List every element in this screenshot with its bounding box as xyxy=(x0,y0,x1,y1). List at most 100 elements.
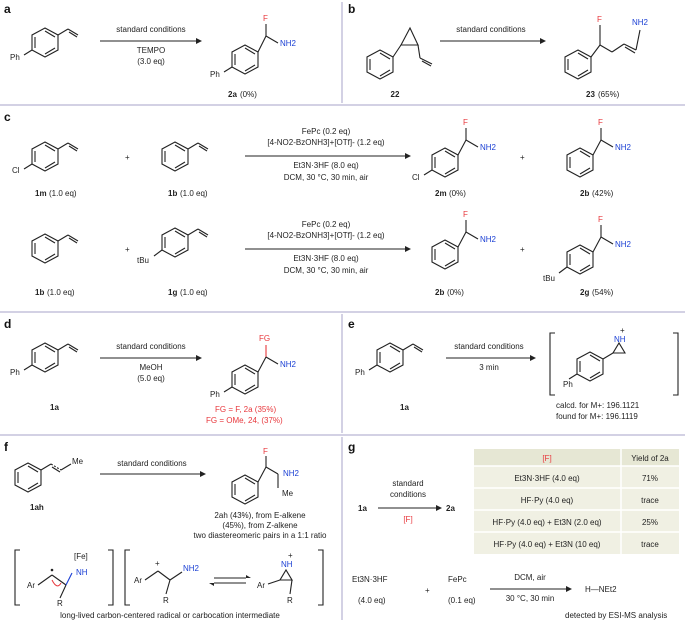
panel-d-arrowhead xyxy=(196,355,202,361)
panel-a-product-f: F xyxy=(263,14,268,23)
panel-g-bottom-arrowhead xyxy=(566,586,572,592)
panel-f-int1-ar: Ar xyxy=(27,581,35,590)
panel-d-product-line2: FG = OMe, 24, (37%) xyxy=(206,416,283,425)
panel-c-row2-sub2-eq: (1.0 eq) xyxy=(180,288,208,297)
panel-f-product-line1: 2ah (43%), from E-alkene xyxy=(214,511,306,520)
panel-f-int3-r: R xyxy=(287,596,293,605)
panel-f-product-me: Me xyxy=(282,489,294,498)
panel-c-row2-sub1 xyxy=(31,233,79,264)
panel-c-row2-prod2-id: 2g xyxy=(580,288,589,297)
panel-a-product-nh2: NH2 xyxy=(280,39,297,48)
panel-a-substrate-ph: Ph xyxy=(10,53,20,62)
panel-d-label: d xyxy=(4,317,11,331)
panel-c-row2-prod2-f: F xyxy=(598,215,603,224)
panel-c-row2-sub2-id: 1g xyxy=(168,288,177,297)
panel-c-row1-sub2-eq: (1.0 eq) xyxy=(180,189,208,198)
panel-g-bottom-note: detected by ESI-MS analysis xyxy=(565,611,667,620)
panel-c-row1-reagent3: Et3N·3HF (8.0 eq) xyxy=(293,161,359,170)
panel-f-product-line2: (45%), from Z-alkene xyxy=(222,521,298,530)
panel-d-additive-eq: (5.0 eq) xyxy=(137,374,165,383)
panel-g-table xyxy=(474,449,679,554)
panel-e-product xyxy=(549,332,679,396)
panel-g-table-row3-yield: 25% xyxy=(642,518,658,527)
panel-g-table-header-yield: Yield of 2a xyxy=(631,454,669,463)
panel-g-table-header-bg xyxy=(474,449,679,466)
panel-g-bottom-reagent2-eq: (0.1 eq) xyxy=(448,596,476,605)
panel-e-found: found for M+: 196.1119 xyxy=(556,412,638,421)
panel-f-substrate-me: Me xyxy=(72,457,84,466)
panel-g-table-row3-reagent: HF·Py (4.0 eq) + Et3N (2.0 eq) xyxy=(492,518,601,527)
panel-b-product xyxy=(564,25,641,80)
panel-d-condition: standard conditions xyxy=(116,342,185,351)
panel-g-condition-line2: conditions xyxy=(390,490,426,499)
panel-c-row2-prod1-f: F xyxy=(463,210,468,219)
panel-c-row2-reagent4: DCM, 30 °C, 30 min, air xyxy=(284,266,369,275)
panel-c-row1-sub2-id: 1b xyxy=(168,189,177,198)
panel-g-table-row4-yield: trace xyxy=(641,540,659,549)
panel-a-product-yield: (0%) xyxy=(240,90,257,99)
panel-b-condition: standard conditions xyxy=(456,25,525,34)
panel-g-bottom-cond1: DCM, air xyxy=(514,573,546,582)
panel-d-product-fg: FG xyxy=(259,334,270,343)
panel-c-row2-prod2-tbu: tBu xyxy=(543,274,555,283)
panel-f-int3-nh: NH xyxy=(281,560,293,569)
panel-c-row2-prod2-nh2: NH2 xyxy=(615,240,632,249)
panel-g-bottom-reagent2: FePc xyxy=(448,575,467,584)
panel-a-substrate xyxy=(23,27,79,58)
panel-b-arrowhead xyxy=(540,38,546,44)
panel-g-bottom-reagent1-eq: (4.0 eq) xyxy=(358,596,386,605)
panel-g-table-row4-reagent: HF·Py (4.0 eq) + Et3N (10 eq) xyxy=(494,540,601,549)
panel-c-row1-prod1-cl: Cl xyxy=(412,173,420,182)
panel-c-row2-tbu: tBu xyxy=(137,256,149,265)
panel-f-substrate xyxy=(14,462,72,493)
panel-a-product xyxy=(223,24,279,75)
panel-c-row2-prod1-nh2: NH2 xyxy=(480,235,497,244)
panel-a-product-ph: Ph xyxy=(210,70,220,79)
panel-c-row1-sub1-eq: (1.0 eq) xyxy=(49,189,77,198)
panel-f-product-f: F xyxy=(263,447,268,456)
panel-c-row1-prod1 xyxy=(423,128,479,178)
panel-c-row2-sub1-id: 1b xyxy=(35,288,44,297)
panel-c-row1-prod1-nh2: NH2 xyxy=(480,143,497,152)
panel-c-row1-reagent1: FePc (0.2 eq) xyxy=(302,127,351,136)
panel-f-arrowhead xyxy=(200,471,206,477)
panel-d-product-ph: Ph xyxy=(210,390,220,399)
panel-f-intermediate-1 xyxy=(14,549,114,606)
panel-d-additive: MeOH xyxy=(139,363,162,372)
panel-g-bottom-product: H—NEt2 xyxy=(585,585,617,594)
panel-f-int3-ar: Ar xyxy=(257,581,265,590)
panel-a-label: a xyxy=(4,2,11,16)
panel-b-product-yield: (65%) xyxy=(598,90,620,99)
panel-f-int2-plus: + xyxy=(155,559,160,568)
panel-g-bottom-cond2: 30 °C, 30 min xyxy=(506,594,555,603)
panel-c-row1-prod2-f: F xyxy=(598,118,603,127)
panel-e-product-ph: Ph xyxy=(563,380,573,389)
panel-c-row2-prod2-yield: (54%) xyxy=(592,288,614,297)
panel-f-int3-plus: + xyxy=(288,551,293,560)
panel-c-row2-prod1-yield: (0%) xyxy=(447,288,464,297)
panel-e-condition: standard conditions xyxy=(454,342,523,351)
panel-a-additive: TEMPO xyxy=(137,46,165,55)
panel-c-row1-sub2 xyxy=(161,141,209,172)
panel-g-condition-line1: standard xyxy=(392,479,423,488)
panel-e-product-plus: + xyxy=(620,326,625,335)
panel-f-int2-r: R xyxy=(163,596,169,605)
panel-c-row1-sub1 xyxy=(23,141,79,172)
panel-c-row2-sub2 xyxy=(153,227,209,258)
panel-f-product-nh2: NH2 xyxy=(283,469,300,478)
panel-f-product xyxy=(231,456,279,505)
panel-f-condition: standard conditions xyxy=(117,459,186,468)
panel-c-row2-prod1-id: 2b xyxy=(435,288,444,297)
panel-g-table-row2-yield: trace xyxy=(641,496,659,505)
panel-f-label: f xyxy=(4,440,9,454)
panel-c-row2-reagent1: FePc (0.2 eq) xyxy=(302,220,351,229)
panel-d-product-nh2: NH2 xyxy=(280,360,297,369)
panel-a-condition: standard conditions xyxy=(116,25,185,34)
panel-f-int1-r: R xyxy=(57,599,63,608)
panel-g-label: g xyxy=(348,440,355,454)
panel-d-substrate-ph: Ph xyxy=(10,368,20,377)
panel-c-row1-plus: + xyxy=(125,153,130,162)
panel-d-substrate-id: 1a xyxy=(50,403,59,412)
panel-c-row1-prod2-id: 2b xyxy=(580,189,589,198)
